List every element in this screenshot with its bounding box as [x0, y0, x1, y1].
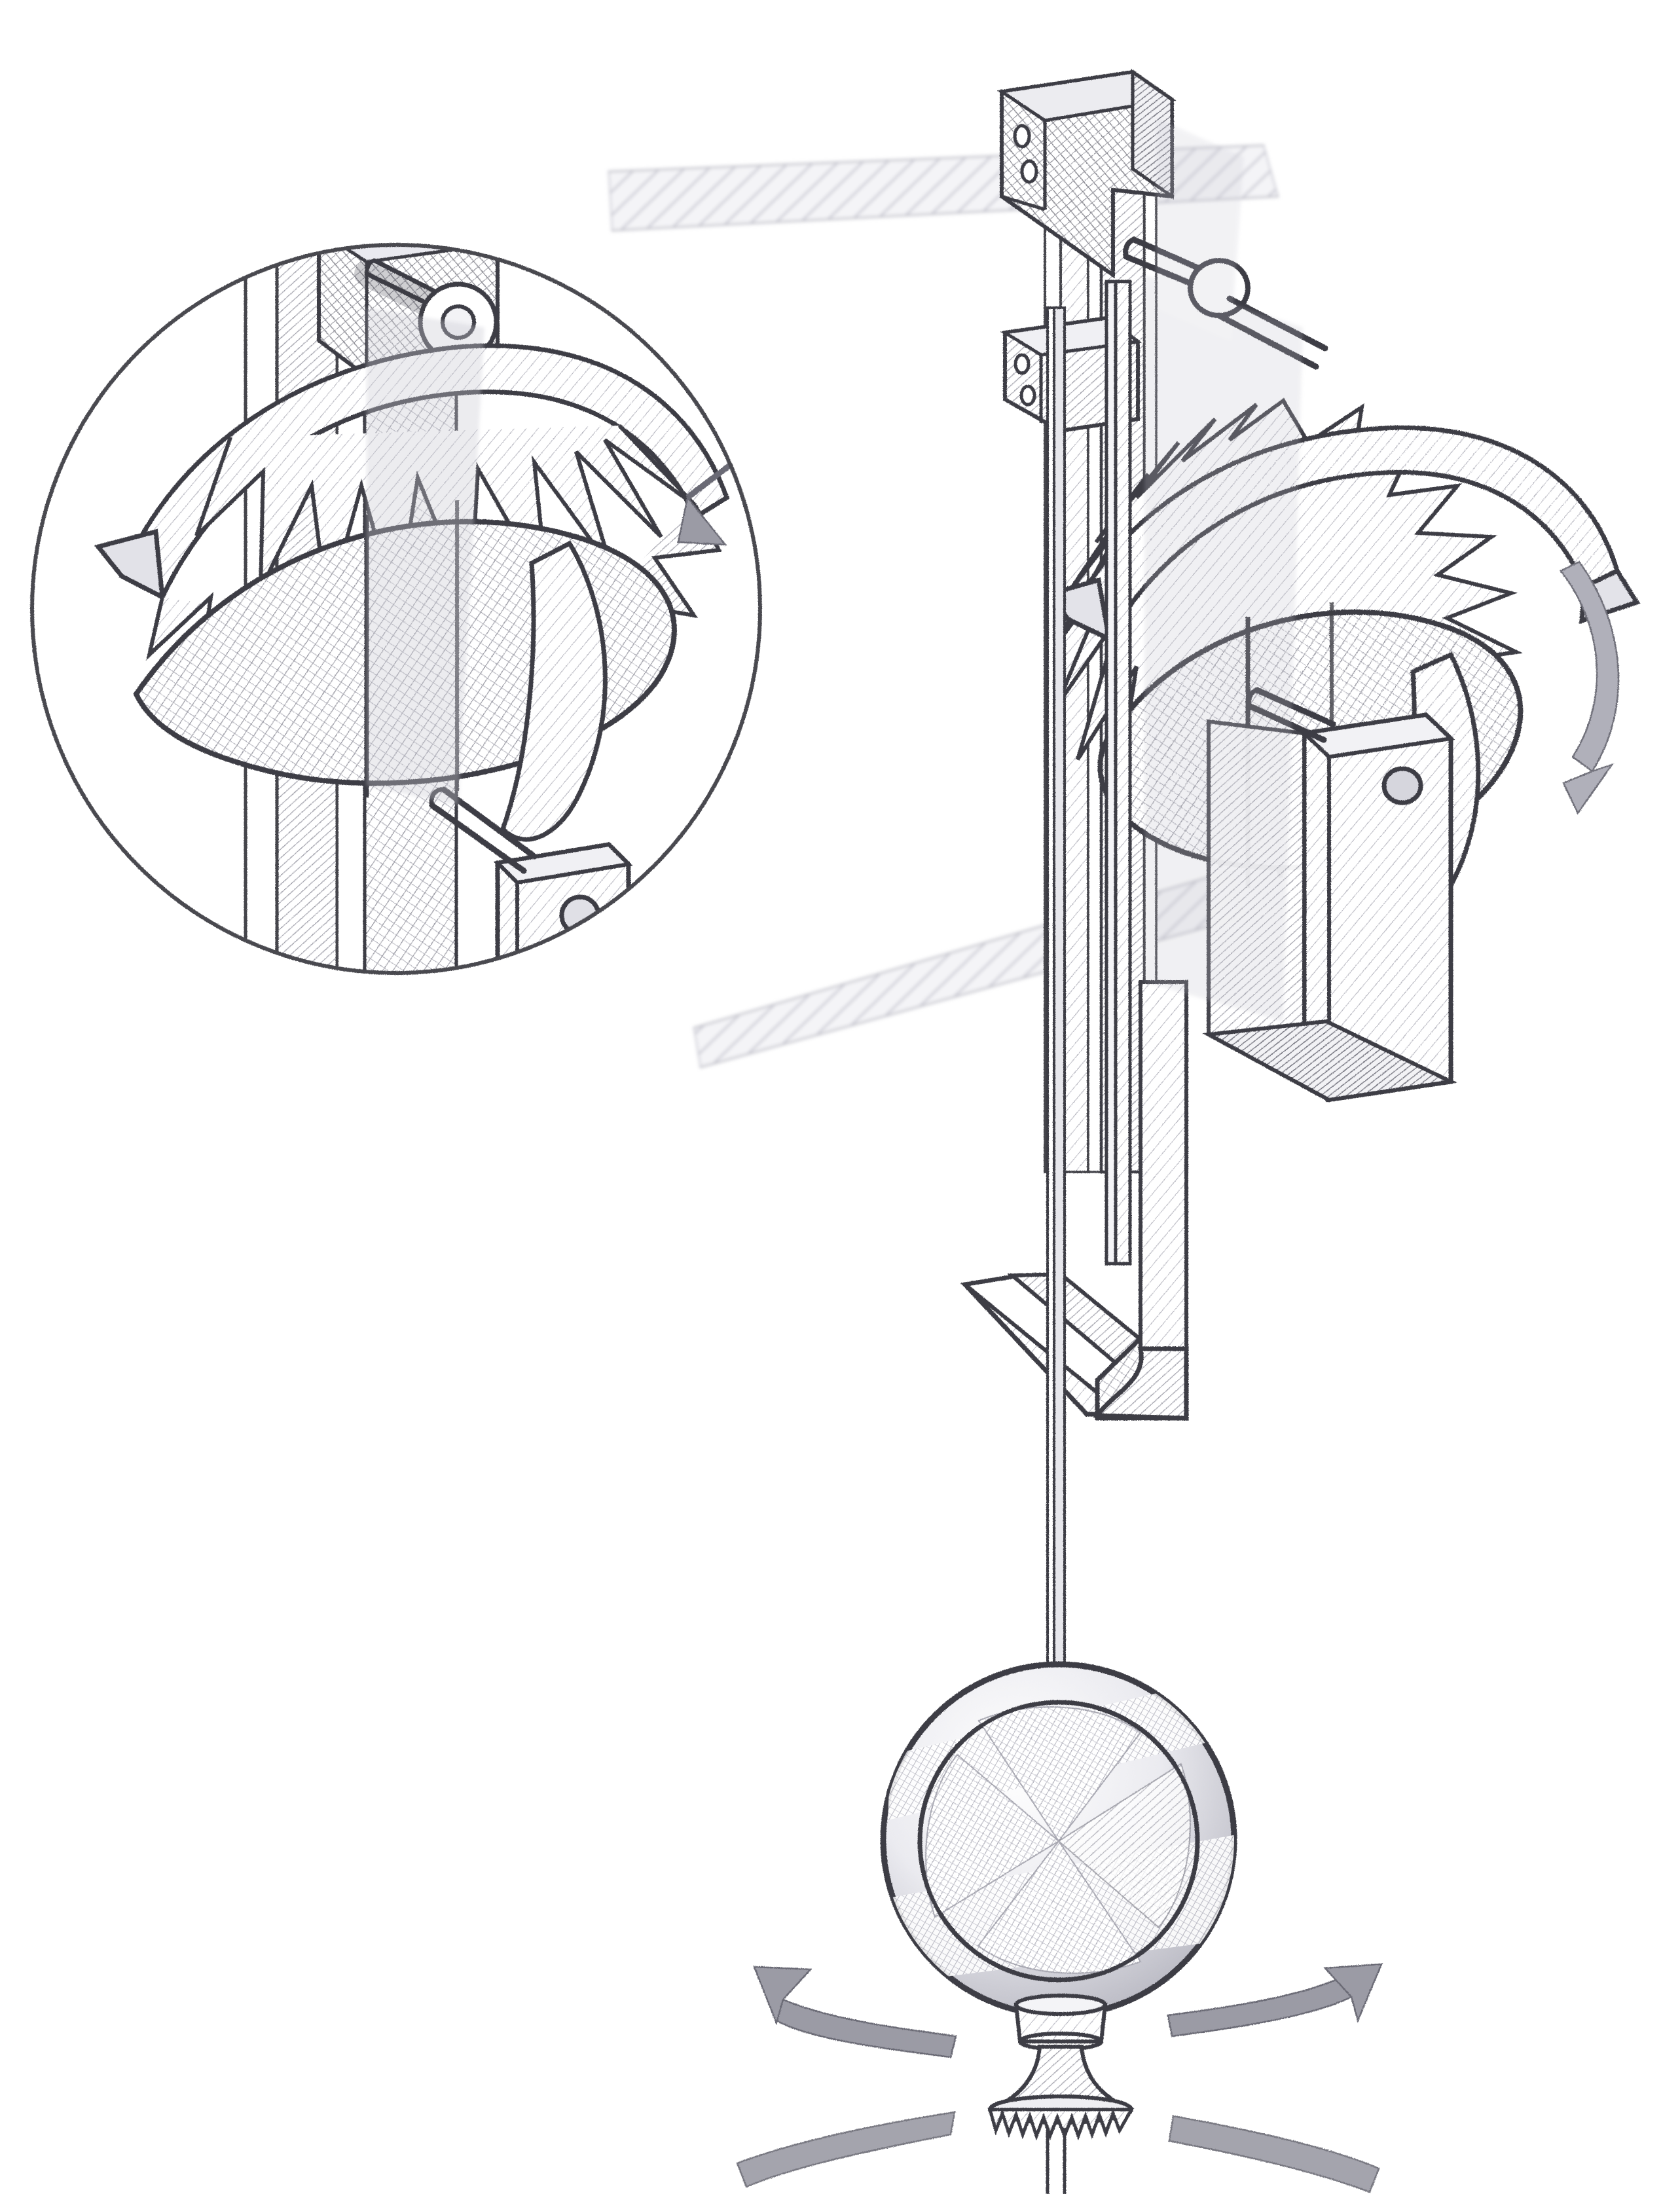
top-bracket-hole-2	[1020, 159, 1038, 184]
detail-pallet-lower	[500, 540, 608, 842]
mid-bracket	[1000, 316, 1142, 433]
shadow-washes	[1144, 118, 1303, 1021]
mid-bracket-hole-1	[1013, 353, 1031, 375]
magnified-detail-circle	[30, 243, 762, 975]
detail-pallet-upper	[94, 343, 730, 602]
rating-nut	[987, 2045, 1135, 2194]
bob-facets	[925, 1706, 1191, 1974]
pendulum-rod	[1046, 306, 1066, 1684]
wheel-rotation-arrow	[1560, 560, 1620, 815]
detail-shadow-wash	[367, 308, 484, 805]
pendulum-bob	[880, 1661, 1237, 2019]
rating-nut-knurl	[987, 2108, 1135, 2141]
top-bracket-hole-1	[1013, 124, 1031, 149]
lower-bracket-hole	[1381, 766, 1423, 805]
top-bracket	[997, 69, 1177, 279]
magnifier-ring	[30, 243, 762, 975]
bob-collar	[1013, 1994, 1108, 2051]
swing-arrow-left	[736, 1965, 957, 2188]
mid-bracket-hole-2	[1019, 384, 1036, 407]
swing-arrow-right	[1167, 1963, 1383, 2193]
verge-staff	[1105, 280, 1132, 1266]
